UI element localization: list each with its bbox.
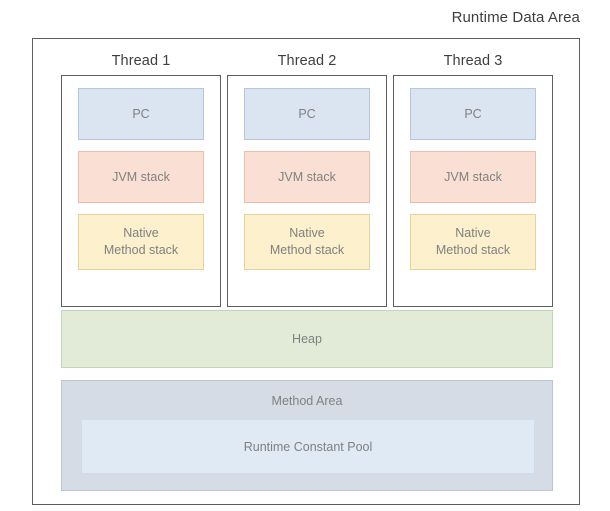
thread-label-3: Thread 3 [443, 53, 503, 69]
thread-column-1: Thread 1 PC JVM stack Native Method stac… [61, 51, 221, 307]
threads-row: Thread 1 PC JVM stack Native Method stac… [61, 51, 553, 307]
native-method-stack-block-thread-3: Native Method stack [410, 214, 536, 270]
jvm-stack-block-thread-2: JVM stack [244, 151, 370, 203]
native-method-stack-block-thread-1: Native Method stack [78, 214, 204, 270]
pc-block-thread-1: PC [78, 88, 204, 140]
runtime-constant-pool-block: Runtime Constant Pool [81, 419, 535, 474]
jvm-stack-block-thread-3: JVM stack [410, 151, 536, 203]
thread-box-2: PC JVM stack Native Method stack [227, 75, 387, 307]
diagram-title: Runtime Data Area [451, 9, 580, 26]
thread-label-2: Thread 2 [277, 53, 337, 69]
native-method-stack-line1-thread-3: Native [455, 226, 491, 240]
native-method-stack-line1-thread-2: Native [289, 226, 325, 240]
thread-column-3: Thread 3 PC JVM stack Native Method stac… [393, 51, 553, 307]
pc-block-thread-3: PC [410, 88, 536, 140]
thread-box-3: PC JVM stack Native Method stack [393, 75, 553, 307]
runtime-data-area-container: Thread 1 PC JVM stack Native Method stac… [32, 38, 580, 505]
method-area-block: Method Area Runtime Constant Pool [61, 380, 553, 491]
heap-block: Heap [61, 310, 553, 368]
native-method-stack-line2-thread-1: Method stack [103, 243, 179, 257]
native-method-stack-line2-thread-3: Method stack [435, 243, 511, 257]
method-area-label: Method Area [271, 394, 343, 408]
native-method-stack-line1-thread-1: Native [123, 226, 159, 240]
native-method-stack-line2-thread-2: Method stack [269, 243, 345, 257]
thread-column-2: Thread 2 PC JVM stack Native Method stac… [227, 51, 387, 307]
pc-block-thread-2: PC [244, 88, 370, 140]
thread-label-1: Thread 1 [111, 53, 171, 69]
jvm-stack-block-thread-1: JVM stack [78, 151, 204, 203]
native-method-stack-block-thread-2: Native Method stack [244, 214, 370, 270]
thread-box-1: PC JVM stack Native Method stack [61, 75, 221, 307]
